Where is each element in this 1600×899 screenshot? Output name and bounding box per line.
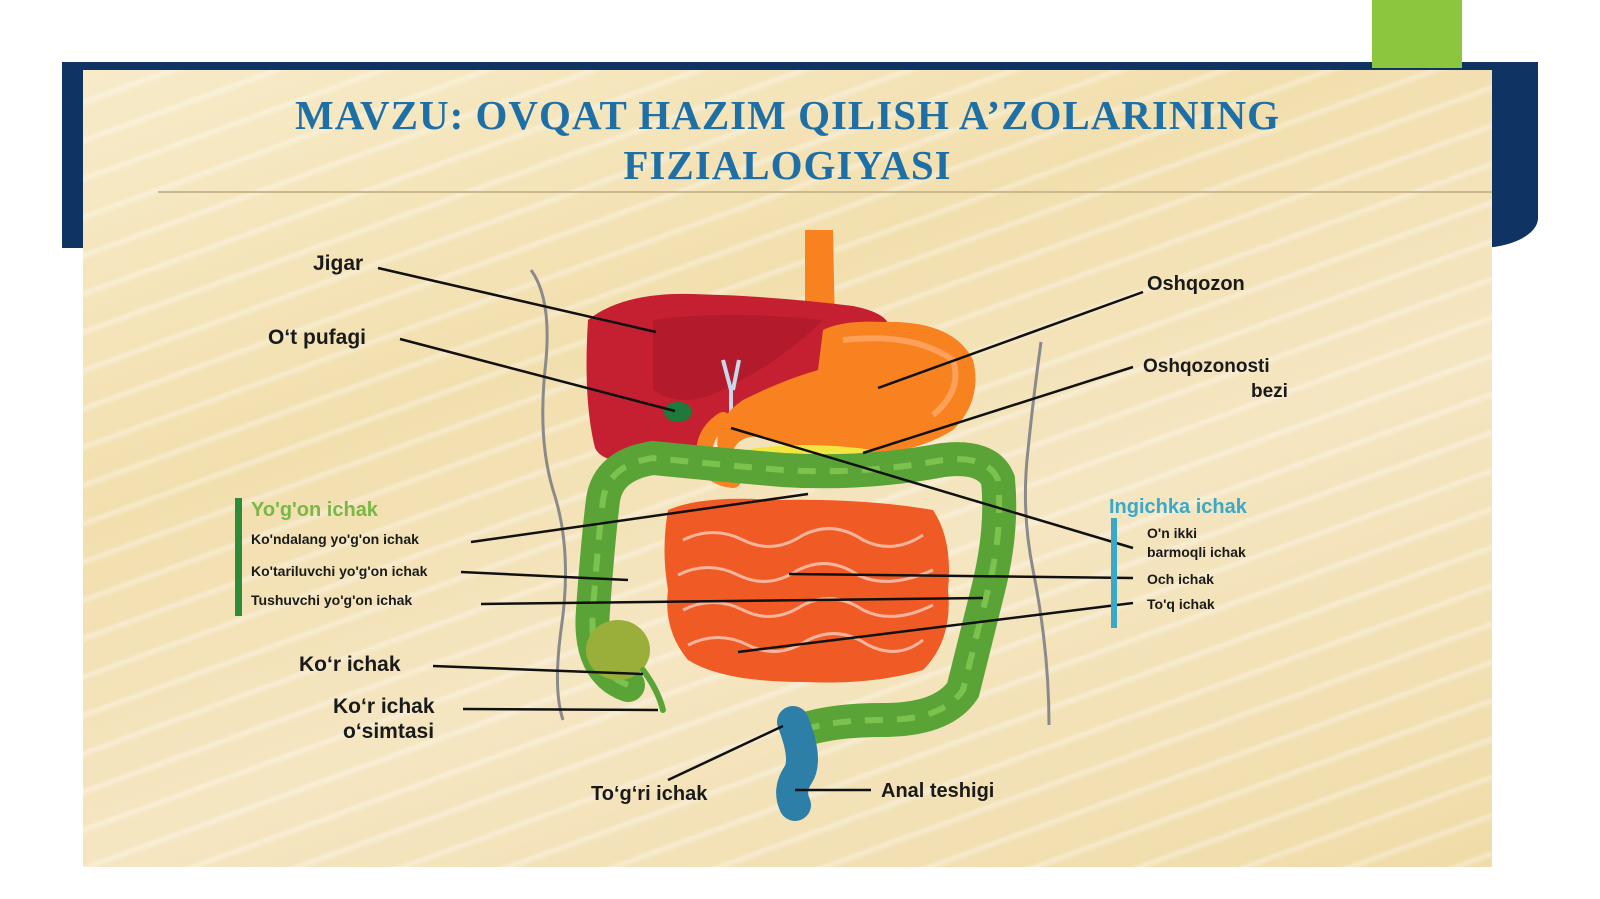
ingichka-ichak-item-2: Och ichak	[1147, 571, 1214, 587]
yogon-ichak-item-1: Ko'ndalang yo'g'on ichak	[251, 531, 419, 547]
ingichka-ichak-item-1-line-1: O'n ikki	[1147, 525, 1197, 541]
body-outline-right	[1023, 341, 1051, 726]
ingichka-ichak-bar	[1111, 518, 1117, 628]
rectum	[776, 706, 818, 821]
label-oshqozonosti-1: Oshqozonosti	[1143, 356, 1270, 377]
digestive-system-diagram: Jigar O‘t pufagi Oshqozon Oshqozonosti b…	[235, 230, 1288, 821]
appendix	[640, 667, 666, 713]
small-intestine-folds	[677, 527, 934, 653]
gallbladder	[664, 402, 692, 422]
yogon-ichak-item-2: Ko'tariluvchi yo'g'on ichak	[251, 563, 428, 579]
ingichka-ichak-heading: Ingichka ichak	[1109, 496, 1248, 518]
slide: MAVZU: OVQAT HAZIM QILISH A’ZOLARINING F…	[83, 70, 1492, 867]
slide-title: MAVZU: OVQAT HAZIM QILISH A’ZOLARINING F…	[83, 90, 1492, 190]
cecum	[586, 620, 650, 680]
yogon-ichak-item-3: Tushuvchi yo'g'on ichak	[251, 592, 412, 608]
label-oshqozon: Oshqozon	[1147, 273, 1245, 295]
body-outline-left	[529, 269, 567, 721]
title-line-2: FIZIALOGIYASI	[623, 142, 952, 188]
yogon-ichak-heading: Yo'g'on ichak	[251, 499, 379, 521]
label-togri-ichak: To‘g‘ri ichak	[591, 783, 708, 805]
accent-block	[1372, 0, 1462, 68]
label-anal-teshigi: Anal teshigi	[881, 780, 994, 802]
title-line-1: MAVZU: OVQAT HAZIM QILISH A’ZOLARINING	[295, 92, 1280, 138]
stomach	[717, 321, 976, 458]
label-oshqozonosti-2: bezi	[1251, 381, 1288, 402]
ingichka-ichak-item-1-line-2: barmoqli ichak	[1147, 544, 1246, 560]
label-ot-pufagi: O‘t pufagi	[268, 326, 366, 349]
label-jigar: Jigar	[313, 252, 363, 275]
title-divider	[158, 191, 1492, 193]
label-kor-ichak-osimtasi-1: Ko‘r ichak	[333, 695, 435, 718]
leader-lines	[377, 266, 1144, 792]
ingichka-ichak-item-3: To'q ichak	[1147, 596, 1215, 612]
yogon-ichak-bar	[235, 498, 242, 616]
small-intestine	[664, 498, 949, 683]
label-kor-ichak: Ko‘r ichak	[299, 653, 401, 676]
liver-shade	[653, 315, 823, 400]
label-kor-ichak-osimtasi-2: o‘simtasi	[343, 720, 434, 743]
